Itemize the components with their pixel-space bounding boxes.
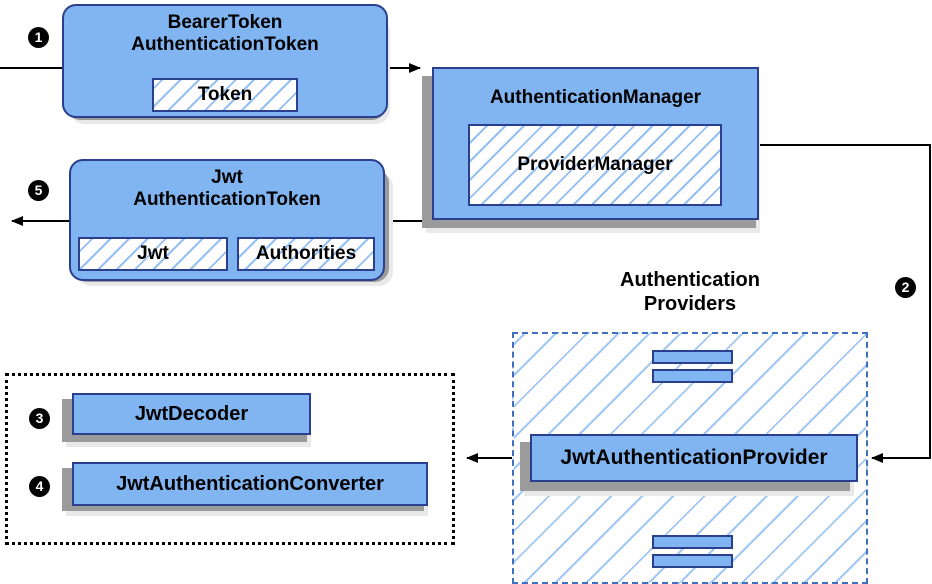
- authentication-providers-label: Authentication Providers: [620, 269, 760, 316]
- jwt-token-title: Jwt AuthenticationToken: [133, 167, 321, 210]
- jwt-decoder-label: JwtDecoder: [134, 402, 249, 425]
- authentication-manager-inner-provider-manager: ProviderManager: [468, 124, 722, 206]
- node-bearer-token-authentication-token[interactable]: BearerToken AuthenticationToken: [62, 4, 388, 118]
- step-badge-3: 3: [29, 408, 50, 429]
- step-badge-1: 1: [28, 27, 49, 48]
- node-jwt-decoder[interactable]: JwtDecoder: [72, 393, 311, 435]
- bearer-token-inner-token-label: Token: [197, 84, 253, 105]
- support-components-container: [5, 373, 455, 545]
- provider-placeholder-bar-3: [652, 535, 733, 549]
- provider-placeholder-bar-1: [652, 350, 733, 364]
- step-badge-4: 4: [29, 476, 50, 497]
- step-badge-2: 2: [895, 277, 916, 298]
- provider-placeholder-bar-4: [652, 554, 733, 568]
- bearer-token-inner-token: Token: [152, 78, 298, 112]
- node-jwt-authentication-provider[interactable]: JwtAuthenticationProvider: [530, 434, 858, 482]
- jwt-token-inner-jwt-label: Jwt: [137, 243, 169, 264]
- jwt-token-inner-authorities-label: Authorities: [255, 243, 357, 264]
- node-jwt-authentication-converter[interactable]: JwtAuthenticationConverter: [72, 462, 428, 506]
- jwt-authentication-converter-label: JwtAuthenticationConverter: [116, 472, 384, 495]
- authentication-manager-title: AuthenticationManager: [489, 87, 702, 108]
- bearer-token-title: BearerToken AuthenticationToken: [131, 12, 319, 55]
- jwt-token-inner-jwt: Jwt: [78, 237, 228, 271]
- jwt-token-inner-authorities: Authorities: [237, 237, 375, 271]
- jwt-authentication-provider-label: JwtAuthenticationProvider: [560, 446, 828, 469]
- provider-placeholder-bar-2: [652, 369, 733, 383]
- step-badge-5: 5: [28, 180, 49, 201]
- provider-manager-label: ProviderManager: [517, 154, 673, 175]
